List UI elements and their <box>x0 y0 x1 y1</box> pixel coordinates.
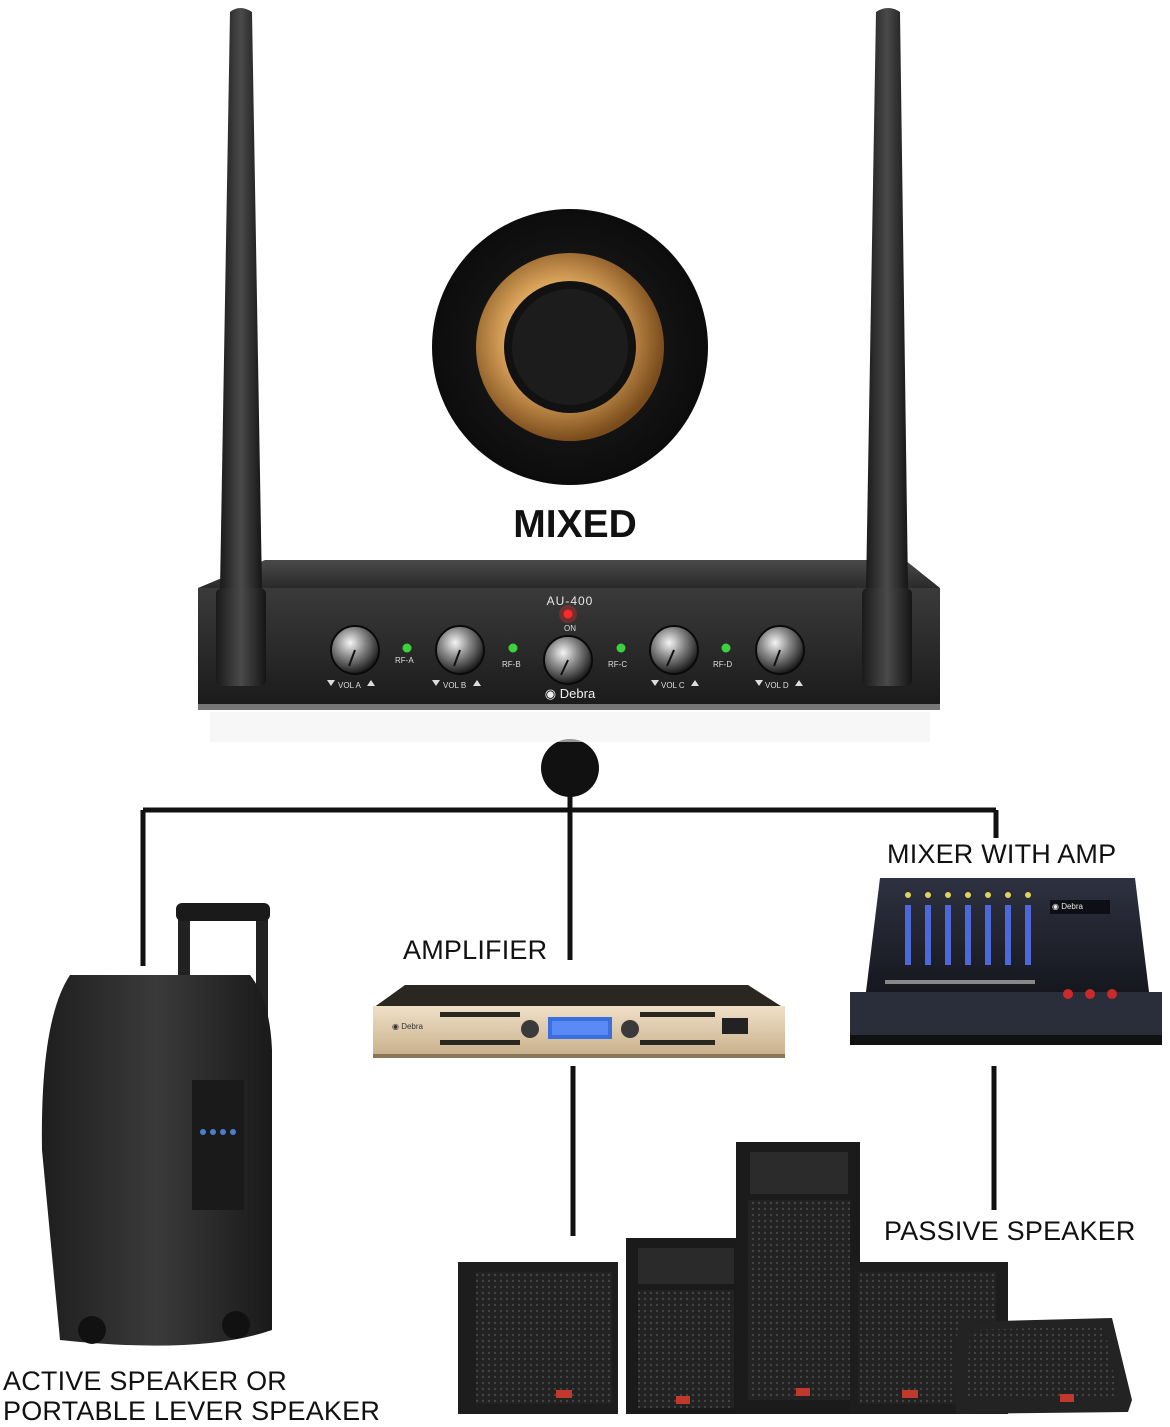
mixer-brand: ◉ Debra <box>1052 902 1083 911</box>
power-on-label: ON <box>564 624 576 633</box>
antenna-left <box>216 8 266 686</box>
mixer-brand-name: Debra <box>1061 902 1083 911</box>
rf-indicator-leds <box>402 605 731 653</box>
mixed-output-label: MIXED <box>513 503 637 546</box>
amplifier-brand: ◉ Debra <box>392 1022 423 1031</box>
wireless-receiver <box>198 560 940 742</box>
volume-knob-b <box>435 625 485 675</box>
volume-knob-c <box>649 625 699 675</box>
brand-name: Debra <box>559 686 596 701</box>
volume-knob-d <box>755 625 805 675</box>
knob-label-vol-a: VOL A <box>338 681 361 690</box>
active-speaker <box>41 903 272 1346</box>
passive-speaker-cabinet <box>458 1262 618 1414</box>
passive-speaker-label: PASSIVE SPEAKER <box>884 1216 1136 1246</box>
volume-arrow-icons <box>327 680 803 686</box>
mixer-unit <box>850 878 1162 1045</box>
amplifier-unit <box>373 985 785 1058</box>
junction-dot <box>541 739 599 797</box>
rf-label-a: RF-A <box>395 656 414 665</box>
amplifier-label: AMPLIFIER <box>403 935 548 965</box>
power-knob <box>543 635 593 685</box>
led-rf-a <box>402 643 412 653</box>
receiver-brand-label: ◉ Debra <box>544 686 596 701</box>
active-speaker-label-line2: PORTABLE LEVER SPEAKER <box>3 1396 381 1426</box>
rf-label-c: RF-C <box>608 660 628 669</box>
rf-label-d: RF-D <box>713 660 733 669</box>
passive-speaker-cabinet <box>736 1142 860 1414</box>
stage-monitor-speaker <box>952 1318 1132 1414</box>
passive-speakers <box>458 1142 1132 1414</box>
output-jack-closeup <box>432 209 708 485</box>
led-rf-d <box>721 643 731 653</box>
knob-label-vol-d: VOL D <box>765 681 789 690</box>
knob-label-vol-c: VOL C <box>661 681 685 690</box>
led-power <box>563 609 573 619</box>
receiver-model-label: AU-400 <box>546 594 594 608</box>
led-rf-c <box>616 643 626 653</box>
mixer-label: MIXER WITH AMP <box>887 839 1117 869</box>
active-speaker-label-line1: ACTIVE SPEAKER OR <box>3 1366 287 1396</box>
passive-speaker-cabinet <box>626 1238 744 1414</box>
antenna-right <box>862 8 912 686</box>
led-rf-b <box>508 643 518 653</box>
rf-label-b: RF-B <box>502 660 521 669</box>
knob-label-vol-b: VOL B <box>443 681 467 690</box>
connection-lines <box>140 770 999 1236</box>
amplifier-brand-name: Debra <box>401 1022 423 1031</box>
receiver-knobs <box>330 625 805 685</box>
volume-knob-a <box>330 625 380 675</box>
